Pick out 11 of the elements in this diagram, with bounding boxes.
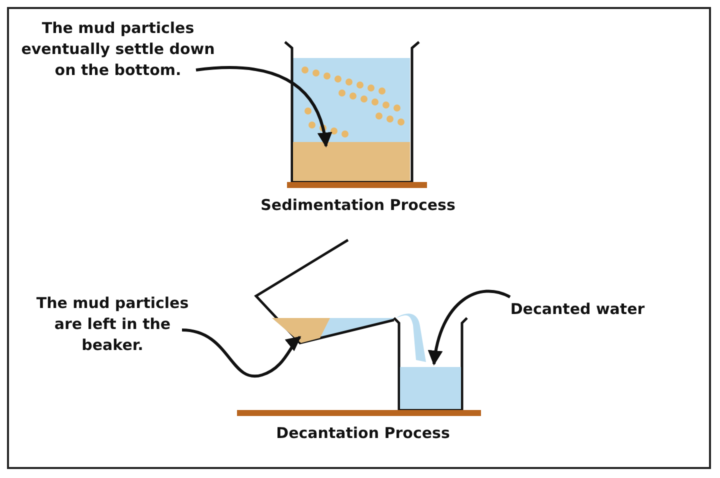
callout-text: The mud particles are left in the beaker. (35, 293, 190, 356)
caption-label: Decantation Process (275, 423, 451, 444)
leader-arrow (428, 290, 511, 366)
callout-text: Decanted water (509, 299, 646, 320)
sediment-layer (293, 142, 410, 181)
leader-arrow (182, 328, 302, 378)
caption-label: Sedimentation Process (260, 195, 456, 216)
leader-arrow (196, 66, 332, 148)
sediment-layer (272, 318, 330, 343)
callout-text: The mud particles eventually settle down on the bottom. (20, 18, 216, 81)
water-layer (400, 367, 461, 409)
